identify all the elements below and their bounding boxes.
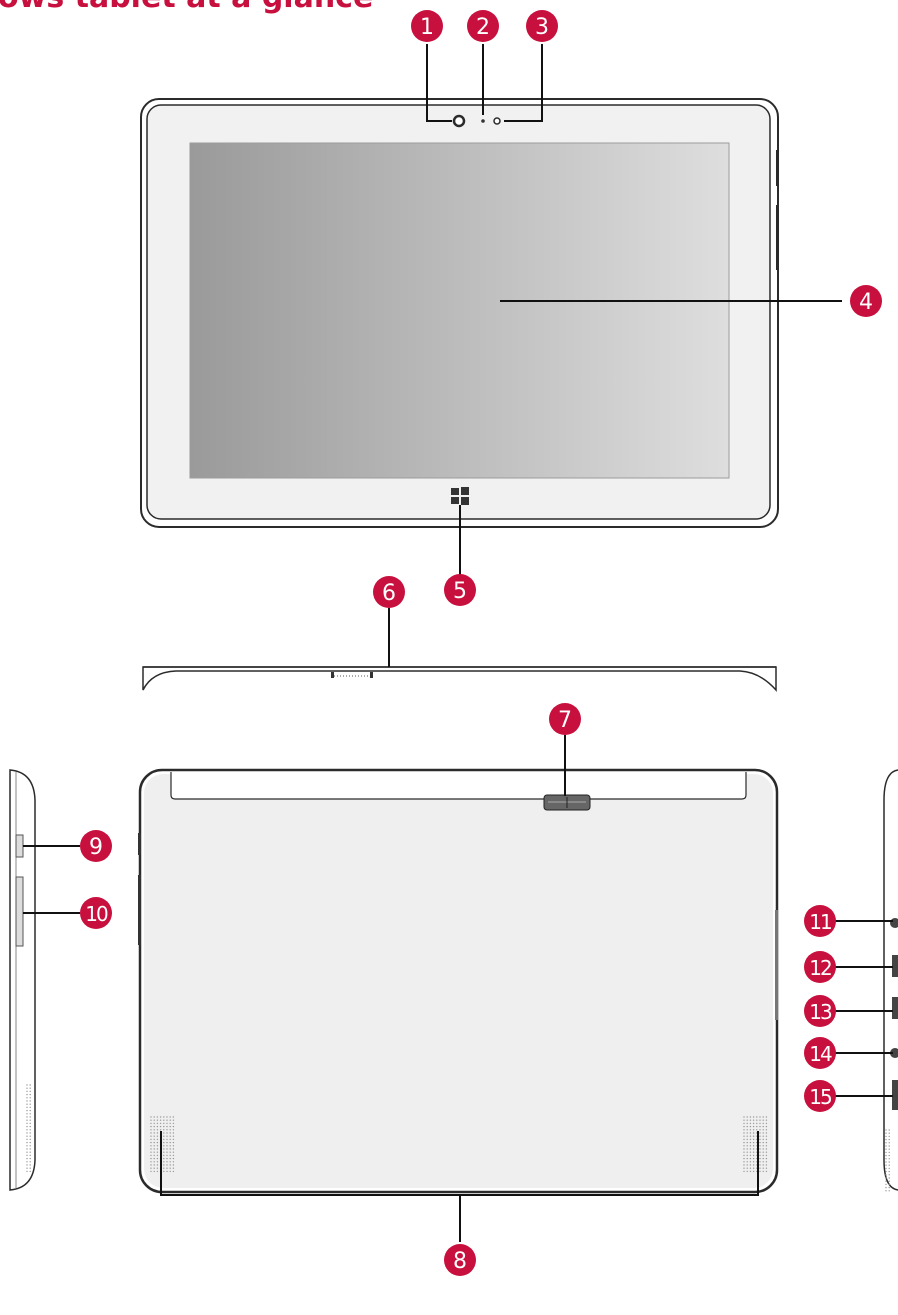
leader-line bbox=[160, 1131, 759, 1242]
callout-badge bbox=[526, 10, 558, 42]
callout-5: 5 bbox=[444, 574, 476, 606]
callout-number: 2 bbox=[476, 15, 490, 40]
callout-number: 11 bbox=[809, 910, 831, 934]
callout-8: 8 bbox=[444, 1244, 476, 1276]
front-camera-lens bbox=[452, 114, 466, 128]
callout-number: 12 bbox=[809, 956, 831, 980]
light-sensor bbox=[481, 119, 485, 123]
side-button-bottom bbox=[776, 205, 779, 270]
callout-7: 7 bbox=[549, 703, 581, 735]
port-15 bbox=[892, 1080, 898, 1110]
callout-badge bbox=[850, 285, 882, 317]
callout-number: 13 bbox=[809, 1000, 832, 1024]
callout-12: 12 bbox=[804, 951, 836, 983]
callout-badge bbox=[80, 830, 112, 862]
callout-number: 4 bbox=[859, 290, 873, 315]
side-button-9 bbox=[15, 834, 24, 858]
callout-number: 14 bbox=[809, 1042, 832, 1066]
callout-15: 15 bbox=[804, 1080, 836, 1112]
callout-3: 3 bbox=[526, 10, 558, 42]
touchscreen bbox=[189, 142, 730, 479]
port-14 bbox=[890, 1048, 898, 1058]
callout-14: 14 bbox=[804, 1037, 836, 1069]
callout-badge bbox=[80, 897, 112, 929]
callout-badge bbox=[804, 905, 836, 937]
leader-line bbox=[504, 44, 543, 122]
callout-9: 9 bbox=[80, 830, 112, 862]
left-side-speaker-grille bbox=[26, 1084, 31, 1173]
callout-badge bbox=[373, 576, 405, 608]
callout-1: 1 bbox=[411, 10, 443, 42]
back-camera-strip bbox=[170, 772, 747, 800]
side-button-10 bbox=[15, 876, 24, 947]
port-13 bbox=[892, 997, 898, 1019]
page-heading: ows tablet at a glance bbox=[0, 0, 373, 15]
right-side-outline bbox=[883, 769, 898, 1191]
callout-badge bbox=[467, 10, 499, 42]
callout-number: 10 bbox=[85, 902, 108, 926]
windows-logo-icon bbox=[451, 487, 469, 505]
callout-badge bbox=[804, 1080, 836, 1112]
top-edge-outline bbox=[142, 666, 777, 692]
callout-13: 13 bbox=[804, 995, 836, 1027]
callout-badge bbox=[444, 1244, 476, 1276]
left-side-outline bbox=[9, 769, 36, 1191]
callout-11: 11 bbox=[804, 905, 836, 937]
tablet-top-edge-view bbox=[142, 666, 777, 692]
callout-number: 1 bbox=[420, 15, 434, 40]
callout-number: 3 bbox=[535, 15, 549, 40]
callout-2: 2 bbox=[467, 10, 499, 42]
callout-10: 10 bbox=[80, 897, 112, 929]
callout-badge bbox=[549, 703, 581, 735]
callout-number: 8 bbox=[453, 1249, 467, 1274]
callout-number: 5 bbox=[453, 579, 467, 604]
callout-badge bbox=[804, 1037, 836, 1069]
callout-number: 15 bbox=[809, 1085, 831, 1109]
callout-badge bbox=[411, 10, 443, 42]
callout-badge bbox=[444, 574, 476, 606]
callout-badge bbox=[804, 951, 836, 983]
right-side-speaker-grille bbox=[885, 1129, 890, 1192]
power-button bbox=[331, 672, 373, 678]
side-button-top bbox=[776, 150, 779, 186]
camera-indicator-led bbox=[493, 117, 501, 125]
rear-camera bbox=[543, 794, 591, 811]
speaker-right bbox=[743, 1116, 768, 1173]
callout-badge bbox=[804, 995, 836, 1027]
callout-number: 9 bbox=[89, 835, 103, 860]
callout-6: 6 bbox=[373, 576, 405, 608]
leader-lines bbox=[23, 44, 893, 1242]
back-inner-panel bbox=[144, 774, 773, 1188]
leader-line bbox=[426, 44, 452, 122]
tablet-right-side-view bbox=[883, 769, 898, 1192]
tablet-back-view bbox=[138, 768, 779, 1194]
callout-number: 7 bbox=[558, 708, 572, 733]
port-12 bbox=[892, 955, 898, 977]
callout-number: 6 bbox=[382, 581, 396, 606]
tablet-front-view bbox=[140, 98, 779, 528]
callout-4: 4 bbox=[850, 285, 882, 317]
tablet-left-side-view bbox=[9, 769, 36, 1191]
